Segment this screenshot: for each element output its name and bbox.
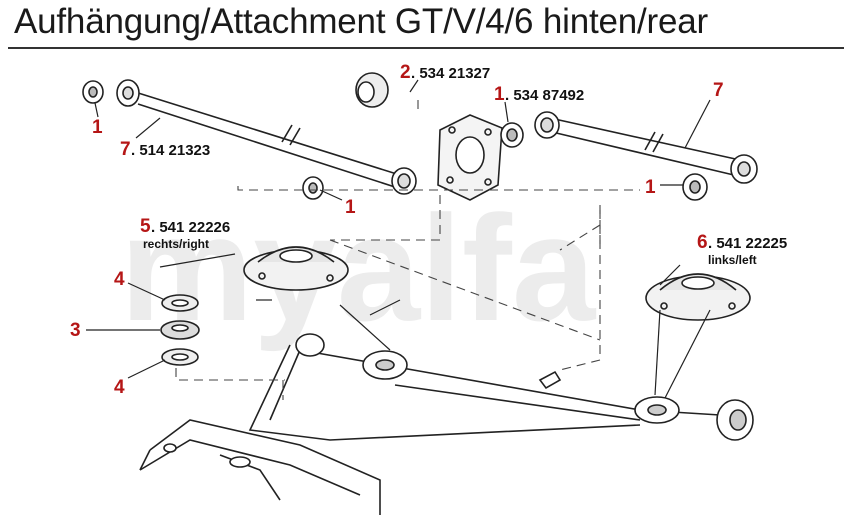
callout-7-right: 7 [713, 80, 724, 101]
callout-number: 5 [140, 216, 151, 237]
callout-number: 2 [400, 62, 411, 83]
bushing-left [82, 80, 104, 104]
trailing-arm-left [116, 79, 417, 195]
watermark-text: myalfa [120, 184, 597, 352]
callout-number: 1 [645, 177, 656, 198]
side-label: links/left [708, 253, 757, 267]
leader-lines [86, 79, 711, 399]
callout-number: 1 [494, 84, 505, 105]
part-number: . 534 87492 [505, 87, 584, 104]
callout-number: 4 [114, 269, 125, 290]
mount-right [243, 246, 349, 291]
callout-5: 5 . 541 22226 rechts/right [140, 216, 230, 251]
bushing-top [500, 122, 524, 148]
part-number: . 514 21323 [131, 142, 210, 159]
callout-4-bottom: 4 [114, 377, 125, 398]
callout-number: 6 [697, 232, 708, 253]
washer-bottom [161, 348, 199, 366]
bushing-middle [302, 176, 324, 200]
callout-1-right: 1 [645, 177, 656, 198]
callout-1-left: 1 [92, 117, 103, 138]
callout-6: 6 . 541 22225 links/left [697, 232, 787, 267]
mount-left [645, 273, 751, 321]
a-frame-crossmember [248, 333, 754, 441]
callout-4-top: 4 [114, 269, 125, 290]
callout-number: 4 [114, 377, 125, 398]
callout-number: 7 [120, 139, 131, 160]
callout-number: 7 [713, 80, 724, 101]
callout-1-middle: 1 [345, 197, 356, 218]
assembly-guides [175, 100, 640, 400]
bracket-plate [437, 114, 503, 201]
washer-top [161, 294, 199, 312]
bushing-right [682, 173, 708, 201]
callout-number: 1 [92, 117, 103, 138]
callout-1-top: 1 . 534 87492 [494, 84, 584, 105]
large-bushing [355, 72, 389, 108]
part-number: . 534 21327 [411, 65, 490, 82]
lower-subframe [139, 419, 381, 515]
part-number: . 541 22225 [708, 235, 787, 252]
callout-number: 1 [345, 197, 356, 218]
callout-7-left: 7 . 514 21323 [120, 139, 210, 160]
rubber-pad [160, 320, 200, 340]
callout-3: 3 [70, 320, 81, 341]
trailing-arm-right [534, 111, 758, 184]
callout-2: 2 . 534 21327 [400, 62, 490, 83]
part-number: . 541 22226 [151, 219, 230, 236]
title-underline [8, 47, 844, 49]
side-label: rechts/right [143, 237, 209, 251]
callout-number: 3 [70, 320, 81, 341]
page-title: Aufhängung/Attachment GT/V/4/6 hinten/re… [14, 2, 708, 41]
